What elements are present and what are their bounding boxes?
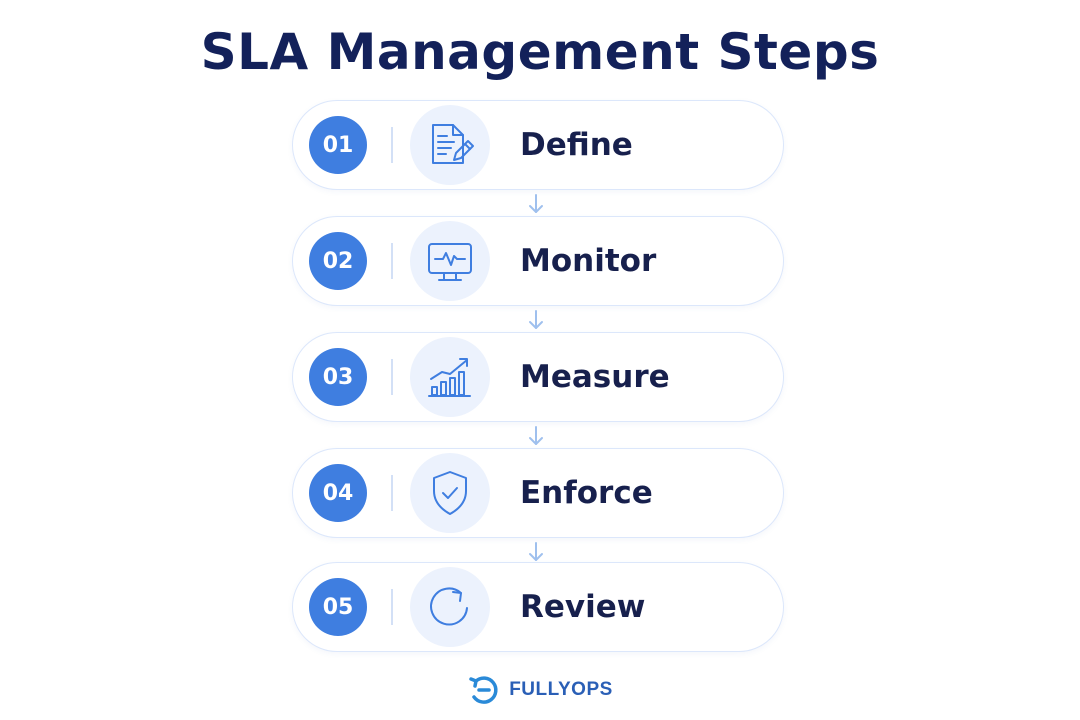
brand-logo: FULLYOPS bbox=[0, 673, 1080, 707]
step-number-badge: 01 bbox=[309, 116, 367, 174]
arrow-down-icon bbox=[529, 310, 543, 329]
arrow-down-icon bbox=[529, 194, 543, 213]
step-label: Define bbox=[520, 127, 633, 163]
step-number-badge: 03 bbox=[309, 348, 367, 406]
step-label: Measure bbox=[520, 359, 670, 395]
step-monitor: 02 Monitor bbox=[292, 216, 784, 306]
step-label: Monitor bbox=[520, 243, 657, 279]
step-number-badge: 05 bbox=[309, 578, 367, 636]
step-divider bbox=[391, 359, 393, 395]
arrow-down-icon bbox=[529, 426, 543, 445]
fullyops-logo-icon bbox=[469, 676, 498, 704]
step-review: 05 Review bbox=[292, 562, 784, 652]
step-divider bbox=[391, 243, 393, 279]
step-number-badge: 04 bbox=[309, 464, 367, 522]
brand-name: FULLYOPS bbox=[509, 679, 613, 700]
step-divider bbox=[391, 475, 393, 511]
page-title: SLA Management Steps bbox=[200, 23, 880, 81]
refresh-icon bbox=[410, 567, 490, 647]
step-divider bbox=[391, 127, 393, 163]
shield-check-icon bbox=[410, 453, 490, 533]
step-define: 01 Define bbox=[292, 100, 784, 190]
step-enforce: 04 Enforce bbox=[292, 448, 784, 538]
step-label: Enforce bbox=[520, 475, 653, 511]
monitor-pulse-icon bbox=[410, 221, 490, 301]
step-label: Review bbox=[520, 589, 646, 625]
document-edit-icon bbox=[410, 105, 490, 185]
arrow-down-icon bbox=[529, 542, 543, 561]
step-number-badge: 02 bbox=[309, 232, 367, 290]
step-measure: 03 Measure bbox=[292, 332, 784, 422]
growth-chart-icon bbox=[410, 337, 490, 417]
step-divider bbox=[391, 589, 393, 625]
